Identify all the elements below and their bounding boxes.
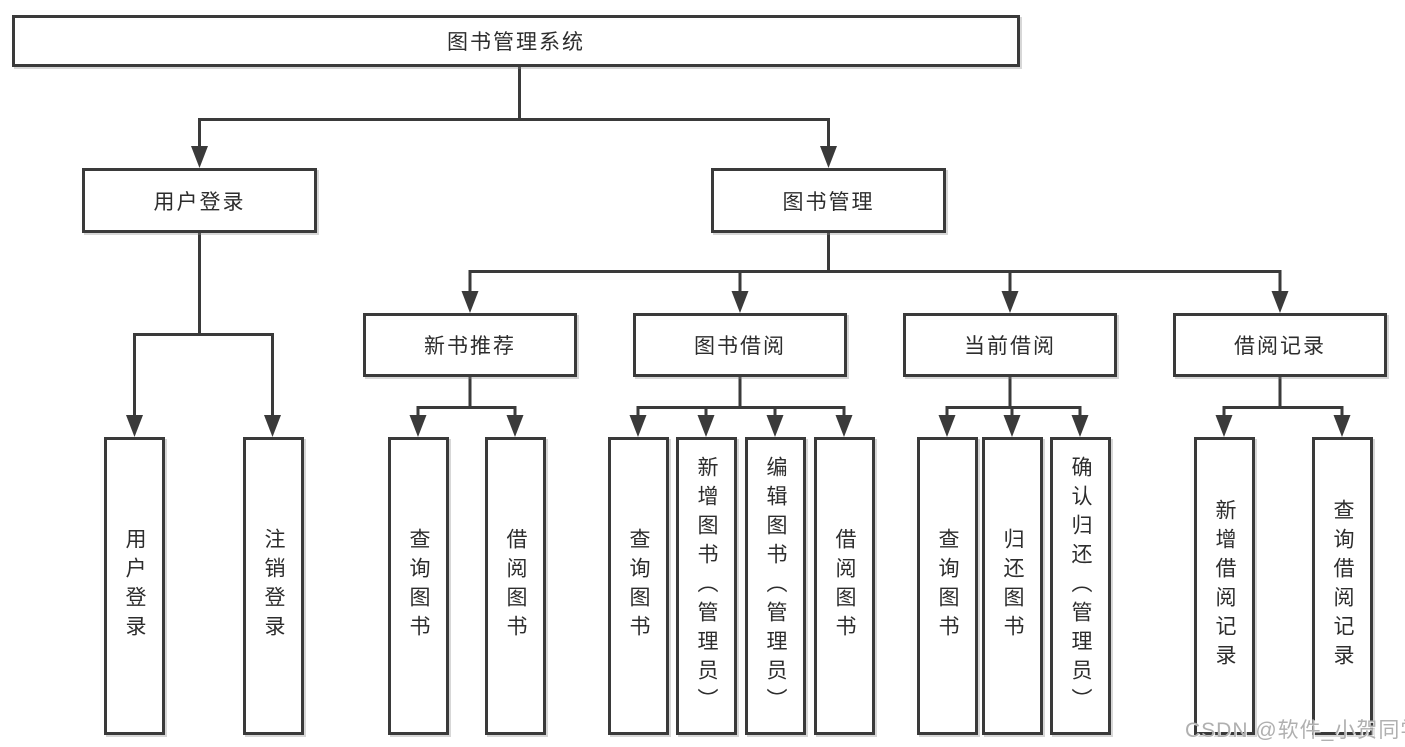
leaf-add-borrow-record: 新增借阅记录	[1194, 437, 1255, 735]
arrow-down-icon	[126, 146, 1351, 437]
leaf-user-login: 用户登录	[104, 437, 165, 735]
leaf-current-query-book: 查询图书	[917, 437, 978, 735]
node-book-management: 图书管理	[711, 168, 946, 233]
node-new-book-recommend: 新书推荐	[363, 313, 577, 377]
leaf-edit-book-admin: 编辑图书（管理员）	[745, 437, 806, 735]
leaf-query-borrow-record: 查询借阅记录	[1312, 437, 1373, 735]
node-book-borrow: 图书借阅	[633, 313, 847, 377]
node-root-system: 图书管理系统	[12, 15, 1020, 67]
leaf-recommend-borrow-book: 借阅图书	[485, 437, 546, 735]
leaf-logout: 注销登录	[243, 437, 304, 735]
node-current-borrow: 当前借阅	[903, 313, 1117, 377]
leaf-return-book: 归还图书	[982, 437, 1043, 735]
leaf-borrow-book: 借阅图书	[814, 437, 875, 735]
leaf-borrow-query-book: 查询图书	[608, 437, 669, 735]
leaf-confirm-return-admin: 确认归还（管理员）	[1050, 437, 1111, 735]
leaf-add-book-admin: 新增图书（管理员）	[676, 437, 737, 735]
leaf-recommend-query-book: 查询图书	[388, 437, 449, 735]
node-borrow-records: 借阅记录	[1173, 313, 1387, 377]
node-user-login: 用户登录	[82, 168, 317, 233]
csdn-watermark: CSDN @软件_小贺同学	[1185, 719, 1405, 742]
